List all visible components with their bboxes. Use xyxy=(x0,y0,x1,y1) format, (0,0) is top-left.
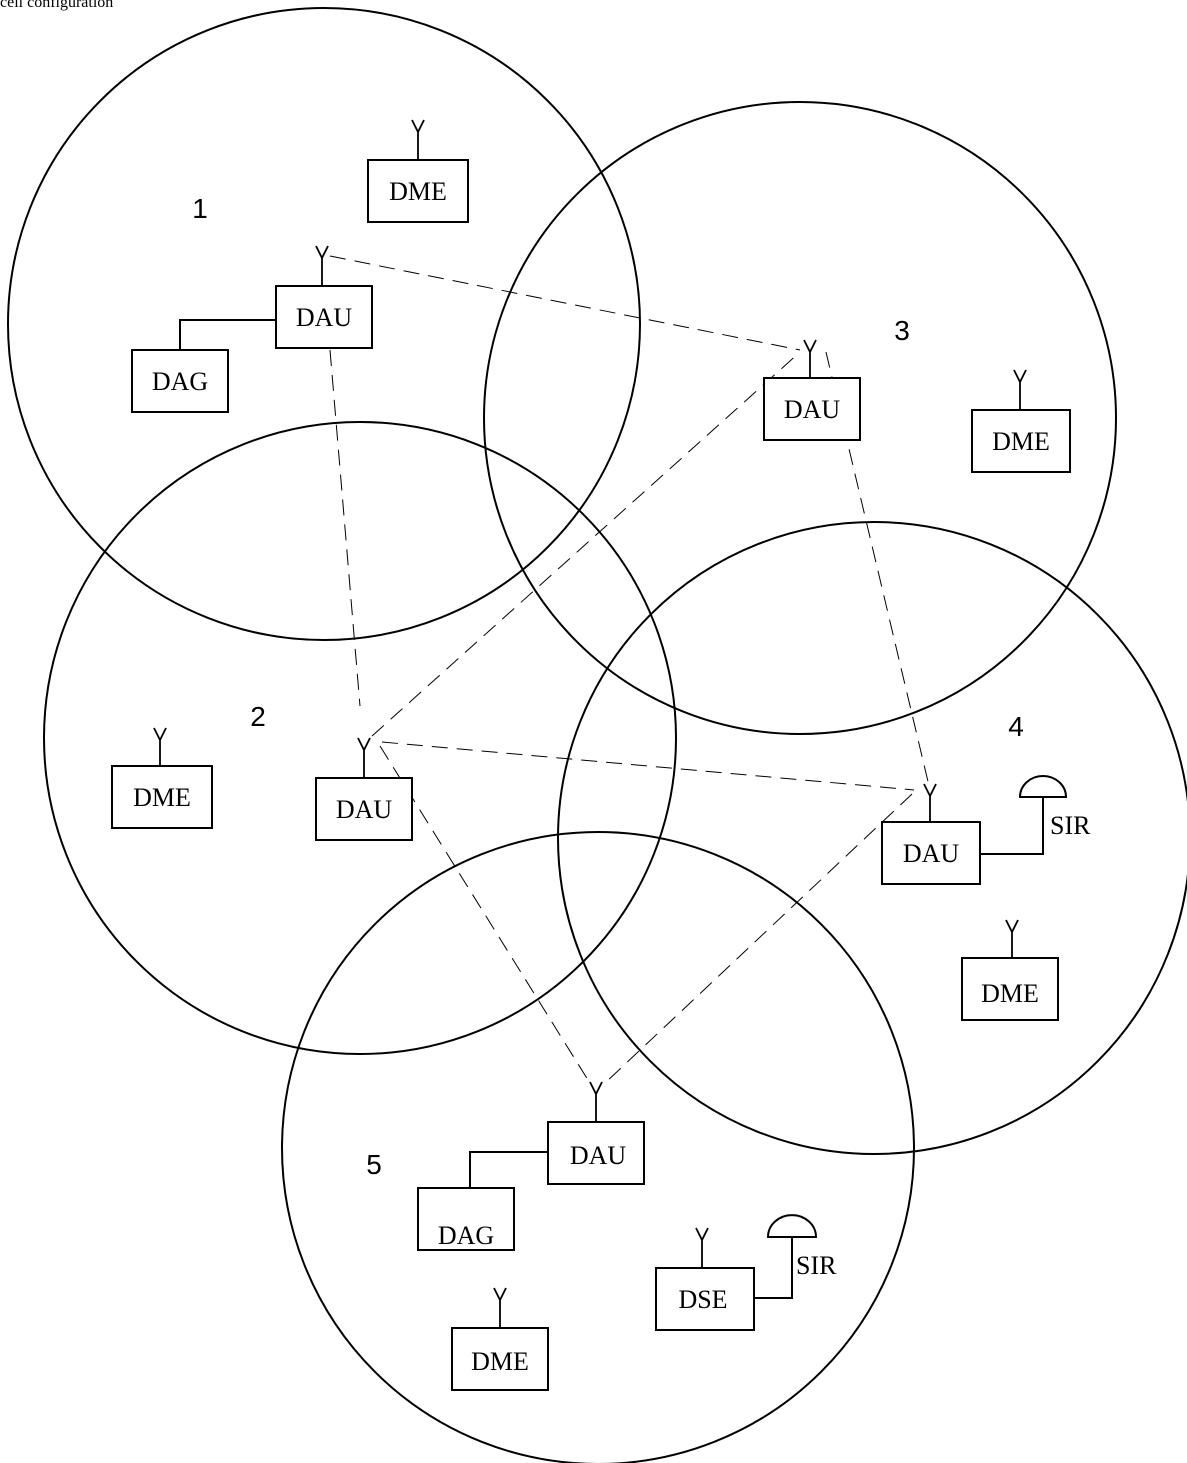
cell-4-dau: DAU xyxy=(881,783,981,885)
cell-3-dme: DME xyxy=(971,369,1071,473)
svg-text:DSE: DSE xyxy=(678,1285,727,1314)
link-dau4-dau5 xyxy=(603,793,913,1085)
cell-4-sir: SIR xyxy=(1018,775,1091,840)
cell-5-sir: SIR xyxy=(766,1214,837,1280)
link-dau1-dau3 xyxy=(329,255,801,351)
cell-5-dme: DME xyxy=(451,1287,549,1391)
wire-dau4-sir xyxy=(980,795,1044,855)
svg-text:DAU: DAU xyxy=(336,795,393,824)
cell-5-dag: DAG xyxy=(417,1187,515,1251)
cell-1-circle xyxy=(7,7,641,641)
link-dau2-dau5 xyxy=(379,745,589,1081)
wire-dse-sir xyxy=(754,1235,793,1299)
antenna-icon xyxy=(1005,919,1019,958)
cell-1-dag: DAG xyxy=(131,349,229,413)
cell-3-number: 3 xyxy=(894,315,910,346)
svg-text:SIR: SIR xyxy=(1050,811,1091,840)
siren-icon xyxy=(1018,775,1068,798)
cell-4-dme: DME xyxy=(961,919,1059,1021)
cell-3-dau: DAU xyxy=(763,339,861,441)
svg-text:DAU: DAU xyxy=(296,303,353,332)
link-dau2-dau4 xyxy=(381,741,915,791)
antenna-icon xyxy=(315,245,329,286)
cell-5-number: 5 xyxy=(366,1149,382,1180)
svg-text:SIR: SIR xyxy=(796,1251,837,1280)
wire-dau1-dag xyxy=(179,319,276,350)
antenna-icon xyxy=(1013,369,1027,410)
link-dau2-dau3 xyxy=(371,351,801,737)
cell-2-dme: DME xyxy=(111,727,213,829)
cell-5-dse: DSE xyxy=(655,1227,755,1331)
cell-1-dau: DAU xyxy=(275,245,373,349)
cell-2-dau: DAU xyxy=(315,737,413,841)
svg-text:DAG: DAG xyxy=(152,367,208,396)
link-dau1-dau2 xyxy=(329,349,361,707)
cell-2-number: 2 xyxy=(250,701,266,732)
cell-5-circle xyxy=(281,831,915,1463)
antenna-icon xyxy=(411,119,425,160)
svg-text:DME: DME xyxy=(133,783,191,812)
svg-text:DME: DME xyxy=(471,1347,529,1376)
antenna-icon xyxy=(923,783,937,822)
antenna-icon xyxy=(493,1287,507,1328)
antenna-icon xyxy=(803,339,817,378)
svg-text:DME: DME xyxy=(981,979,1039,1008)
antenna-icon xyxy=(357,737,371,778)
wire-dau5-dag xyxy=(469,1151,548,1188)
cell-3-circle xyxy=(483,101,1117,735)
cell-1-dme: DME xyxy=(367,119,469,223)
cell-5-dau: DAU xyxy=(547,1081,645,1185)
antenna-icon xyxy=(589,1081,603,1122)
figure-caption: cell configuration xyxy=(0,0,114,11)
cell-2-circle xyxy=(43,421,677,1055)
svg-text:DAU: DAU xyxy=(570,1141,627,1170)
cell-4-number: 4 xyxy=(1008,711,1024,742)
svg-text:DME: DME xyxy=(389,177,447,206)
cell-1-number: 1 xyxy=(192,193,208,224)
antenna-icon xyxy=(695,1227,709,1268)
antenna-icon xyxy=(153,727,167,766)
svg-text:DME: DME xyxy=(992,427,1050,456)
svg-text:DAU: DAU xyxy=(784,395,841,424)
siren-icon xyxy=(766,1214,818,1238)
svg-text:DAG: DAG xyxy=(438,1221,494,1250)
svg-text:DAU: DAU xyxy=(903,839,960,868)
cell-4-circle xyxy=(557,521,1187,1155)
